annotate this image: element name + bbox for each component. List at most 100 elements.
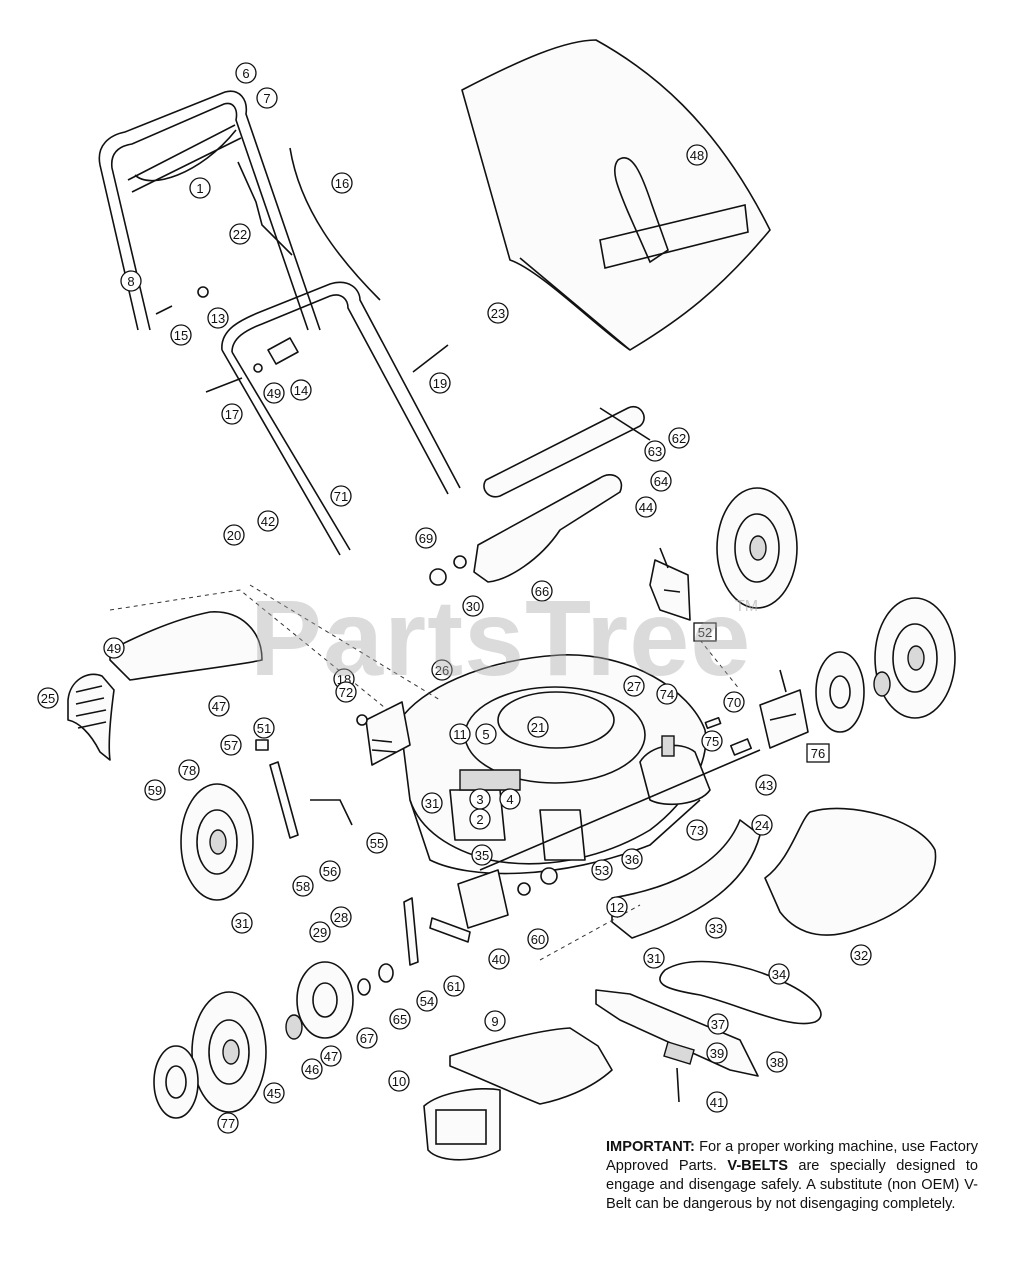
callout-70: 70	[723, 691, 745, 713]
callout-number: 24	[755, 818, 769, 833]
callout-circle	[706, 1091, 728, 1113]
callout-45: 45	[263, 1082, 285, 1104]
spacer-65	[357, 978, 371, 996]
callout-number: 61	[447, 979, 461, 994]
blade	[595, 989, 759, 1077]
washer-49	[253, 363, 263, 373]
callout-number: 5	[482, 727, 489, 742]
callout-48: 48	[686, 144, 708, 166]
callout-number: 33	[709, 921, 723, 936]
callout-11: 11	[449, 723, 471, 745]
callout-4: 4	[499, 788, 521, 810]
callout-circle	[330, 906, 352, 928]
callout-circle	[170, 324, 192, 346]
callout-number: 47	[324, 1049, 338, 1064]
rear-drive-wheel-right	[874, 597, 956, 719]
callout-circle	[621, 848, 643, 870]
callout-number: 56	[323, 864, 337, 879]
callout-circle	[217, 1112, 239, 1134]
callout-number: 73	[690, 823, 704, 838]
callout-number: 51	[257, 721, 271, 736]
callout-number: 76	[811, 746, 825, 761]
callout-number: 58	[296, 879, 310, 894]
notice-text-2: are specially designed to engage and dis…	[606, 1158, 978, 1212]
callout-number: 29	[313, 925, 327, 940]
callout-circle	[686, 144, 708, 166]
callout-circle	[144, 779, 166, 801]
callout-circle	[499, 788, 521, 810]
callout-circle	[415, 527, 437, 549]
callout-19: 19	[429, 372, 451, 394]
control-bail	[134, 129, 237, 182]
callout-circle	[263, 382, 285, 404]
callout-circle	[623, 675, 645, 697]
front-axle-bracket	[457, 869, 509, 929]
callout-number: 26	[435, 663, 449, 678]
callout-5: 5	[475, 723, 497, 745]
callout-75: 75	[701, 730, 723, 752]
height-adjuster-rear	[365, 701, 411, 766]
callout-circle	[208, 695, 230, 717]
callout-circle	[290, 379, 312, 401]
callout-circle	[668, 427, 690, 449]
callout-number: 32	[854, 948, 868, 963]
washer-54	[378, 963, 394, 983]
callout-number: 4	[506, 792, 513, 807]
hubcap-77	[153, 1045, 199, 1119]
callout-number: 7	[263, 91, 270, 106]
callout-number: 12	[610, 900, 624, 915]
callout-number: 46	[305, 1062, 319, 1077]
callout-circle	[207, 307, 229, 329]
upper-handle	[98, 90, 321, 331]
callout-number: 36	[625, 852, 639, 867]
box-callout-52: 52	[693, 622, 717, 642]
callout-46: 46	[301, 1058, 323, 1080]
bushing-12	[540, 867, 558, 885]
bushing-43	[729, 738, 753, 756]
callout-number: 48	[690, 148, 704, 163]
callout-25: 25	[37, 687, 59, 709]
callout-number: 53	[595, 863, 609, 878]
callout-77: 77	[217, 1112, 239, 1134]
callout-28: 28	[330, 906, 352, 928]
callout-circle	[591, 859, 613, 881]
callout-circle	[103, 637, 125, 659]
callout-number: 30	[466, 599, 480, 614]
callout-circle	[650, 470, 672, 492]
callout-61: 61	[443, 975, 465, 997]
hinge-rod	[483, 405, 651, 498]
callout-number: 43	[759, 778, 773, 793]
callout-circle	[766, 1051, 788, 1073]
callout-number: 52	[698, 625, 712, 640]
callout-16: 16	[331, 172, 353, 194]
front-wheel-left	[191, 991, 267, 1113]
callout-circle	[416, 990, 438, 1012]
callout-53: 53	[591, 859, 613, 881]
control-cable	[289, 147, 381, 301]
callout-number: 67	[360, 1031, 374, 1046]
callout-circle	[220, 734, 242, 756]
callout-number: 35	[475, 848, 489, 863]
callout-number: 3	[476, 792, 483, 807]
callout-number: 72	[339, 685, 353, 700]
callout-number: 10	[392, 1074, 406, 1089]
callout-8: 8	[120, 270, 142, 292]
callout-circle	[331, 172, 353, 194]
callout-31: 31	[421, 792, 443, 814]
callout-31: 31	[643, 947, 665, 969]
callout-circle	[429, 372, 451, 394]
callout-number: 15	[174, 328, 188, 343]
callout-number: 31	[647, 951, 661, 966]
callout-box	[806, 743, 830, 763]
callout-circle	[686, 819, 708, 841]
wing-nut-13	[197, 286, 209, 298]
callout-54: 54	[416, 990, 438, 1012]
callout-9: 9	[484, 1010, 506, 1032]
callout-42: 42	[257, 510, 279, 532]
callout-74: 74	[656, 683, 678, 705]
callout-39: 39	[706, 1042, 728, 1064]
callout-circle	[701, 730, 723, 752]
callout-64: 64	[650, 470, 672, 492]
callout-35: 35	[471, 844, 493, 866]
